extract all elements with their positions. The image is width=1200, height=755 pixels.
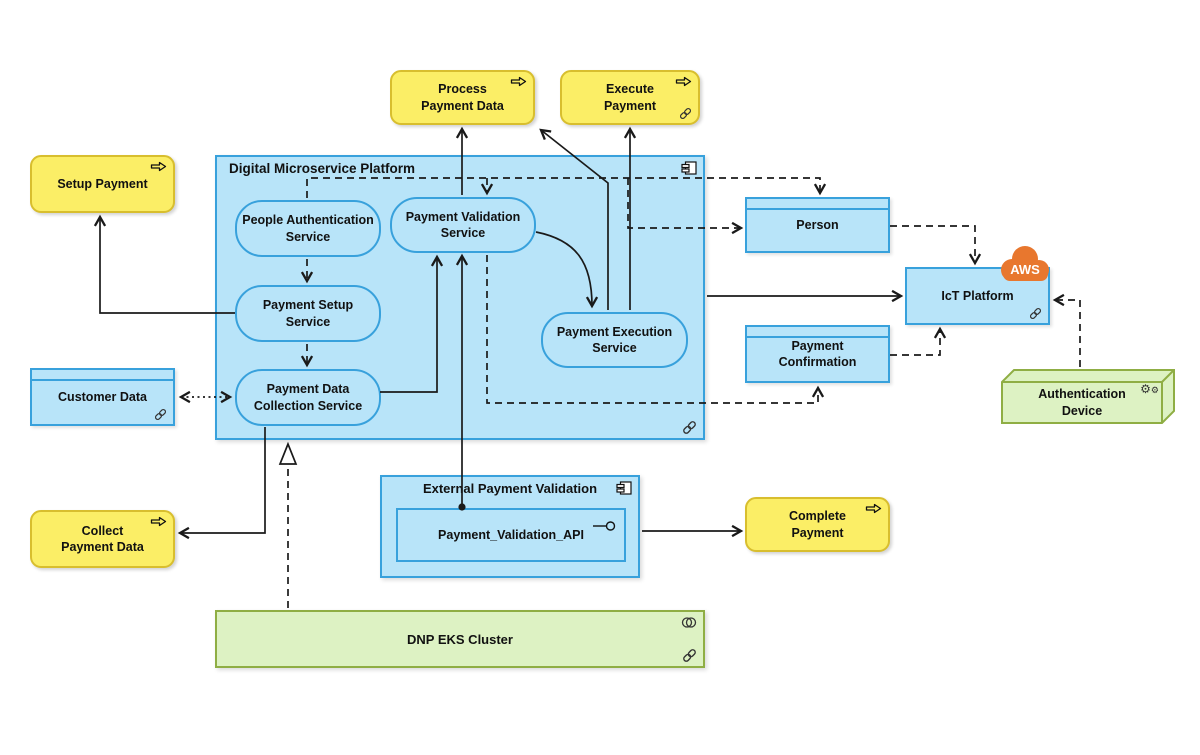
authentication-device-label: Authentication Device — [1038, 387, 1126, 418]
object-top-line — [747, 336, 888, 338]
execute-payment-node[interactable]: Execute Payment — [560, 70, 700, 125]
complete-payment-node[interactable]: Complete Payment — [745, 497, 890, 552]
dnp-eks-cluster-title: DNP EKS Cluster — [407, 631, 513, 647]
aws-cloud-icon: AWS — [993, 243, 1057, 289]
execute-payment-label: Execute Payment — [603, 82, 657, 113]
payment-confirmation-label: Payment Confirmation — [778, 338, 857, 369]
people-authentication-service-label: People Authentication Service — [242, 213, 374, 244]
customer-data-node[interactable]: Customer Data — [30, 368, 175, 426]
process-arrow-icon — [865, 503, 882, 514]
dnp-eks-cluster-node[interactable]: DNP EKS Cluster — [215, 610, 705, 668]
payment-data-collection-service-node[interactable]: Payment Data Collection Service — [235, 369, 381, 426]
process-arrow-icon — [150, 516, 167, 527]
edge-authentication-device-to-ict-platform — [1052, 293, 1081, 367]
process-arrow-icon — [675, 76, 692, 87]
link-icon — [1029, 307, 1042, 320]
object-top-line — [747, 208, 888, 210]
payment-validation-service-label: Payment Validation Service — [405, 209, 521, 240]
customer-data-label: Customer Data — [58, 389, 147, 404]
payment-execution-service-label: Payment Execution Service — [556, 324, 673, 355]
edge-person-to-ict-platform — [890, 225, 982, 266]
complete-payment-label: Complete Payment — [789, 509, 846, 540]
collect-payment-data-node[interactable]: Collect Payment Data — [30, 510, 175, 568]
payment-execution-service-node[interactable]: Payment Execution Service — [541, 312, 688, 368]
link-icon — [154, 408, 167, 421]
people-authentication-service-node[interactable]: People Authentication Service — [235, 200, 381, 257]
payment-confirmation-node[interactable]: Payment Confirmation — [745, 325, 890, 383]
process-arrow-icon — [150, 161, 167, 172]
payment-setup-service-node[interactable]: Payment Setup Service — [235, 285, 381, 342]
person-node[interactable]: Person — [745, 197, 890, 253]
interface-lollipop-icon — [592, 519, 616, 533]
setup-payment-label: Setup Payment — [57, 176, 148, 191]
aws-label: AWS — [1010, 262, 1040, 277]
payment-data-collection-service-label: Payment Data Collection Service — [253, 382, 363, 413]
link-icon — [682, 648, 697, 663]
link-icon — [682, 420, 697, 435]
external-payment-validation-title: External Payment Validation — [422, 481, 598, 496]
person-label: Person — [796, 217, 839, 232]
payment-validation-service-node[interactable]: Payment Validation Service — [390, 197, 536, 253]
nodes-icon — [681, 616, 697, 629]
payment-validation-api-node[interactable]: Payment_Validation_API — [396, 508, 626, 562]
setup-payment-node[interactable]: Setup Payment — [30, 155, 175, 213]
digital-microservice-platform-title: Digital Microservice Platform — [229, 161, 416, 176]
process-payment-data-label: Process Payment Data — [421, 82, 504, 113]
link-icon — [679, 107, 692, 120]
edge-dnp-eks-realization-triangle — [278, 441, 298, 465]
process-payment-data-node[interactable]: Process Payment Data — [390, 70, 535, 125]
edge-payment-confirmation-to-ict-platform — [890, 326, 947, 356]
gears-icon: ⚙⚙ — [1140, 382, 1159, 396]
payment-validation-api-label: Payment_Validation_API — [438, 527, 584, 542]
authentication-device-node[interactable]: Authentication Device ⚙⚙ — [1000, 368, 1176, 425]
payment-setup-service-label: Payment Setup Service — [262, 298, 354, 329]
collect-payment-data-label: Collect Payment Data — [61, 523, 144, 554]
device-3d-shape — [1001, 369, 1175, 424]
component-icon — [616, 481, 632, 495]
ict-platform-label: IcT Platform — [941, 288, 1014, 303]
component-icon — [681, 161, 697, 175]
edge-payment-data-collection-to-collect-payment-data — [177, 427, 266, 540]
process-arrow-icon — [510, 76, 527, 87]
object-top-line — [32, 379, 173, 381]
